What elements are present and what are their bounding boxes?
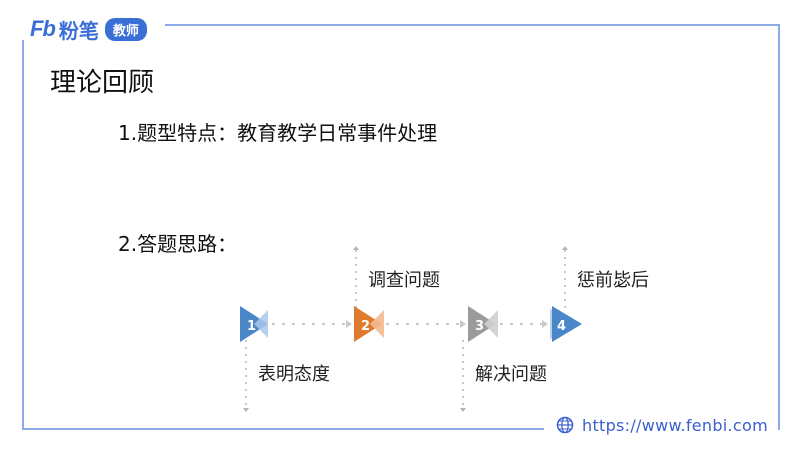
vertical-connectors (245, 250, 566, 408)
step-4-number: 4 (557, 319, 566, 334)
step-1-label: 表明态度 (258, 364, 330, 385)
step-2-label: 调查问题 (368, 270, 440, 291)
step-3-label: 解决问题 (475, 364, 547, 385)
frame-bottom-line (24, 428, 544, 430)
brand-logo: Fb 粉笔 教师 (30, 14, 147, 44)
step-1-number: 1 (247, 319, 256, 334)
step-2-marker: 2 (354, 306, 384, 342)
frame-top-line (165, 24, 780, 26)
brand-badge: 教师 (104, 17, 147, 41)
step-4-label: 惩前毖后 (577, 270, 649, 291)
arrowhead-3 (460, 408, 466, 412)
logo-mark: Fb (30, 16, 56, 41)
footer-url-bar: https://www.fenbi.com (556, 414, 768, 436)
frame-right-line (778, 24, 780, 430)
point-question-type: 1.题型特点：教育教学日常事件处理 (118, 121, 438, 145)
arrowhead-4 (562, 246, 568, 250)
frame-left-line (22, 40, 24, 430)
step-4-marker: 4 (550, 306, 582, 342)
step-3-number: 3 (475, 319, 484, 334)
step-3-marker: 3 (468, 306, 498, 342)
step-1-marker: 1 (240, 306, 268, 342)
footer-url[interactable]: https://www.fenbi.com (582, 415, 769, 435)
page-title: 理论回顾 (50, 68, 155, 98)
step-2-number: 2 (361, 319, 370, 334)
arrowhead-2 (353, 246, 359, 250)
globe-icon (556, 416, 574, 434)
brand-name: 粉笔 (58, 18, 99, 43)
point-answer-approach: 2.答题思路： (118, 232, 238, 256)
arrowhead-1 (243, 408, 249, 412)
